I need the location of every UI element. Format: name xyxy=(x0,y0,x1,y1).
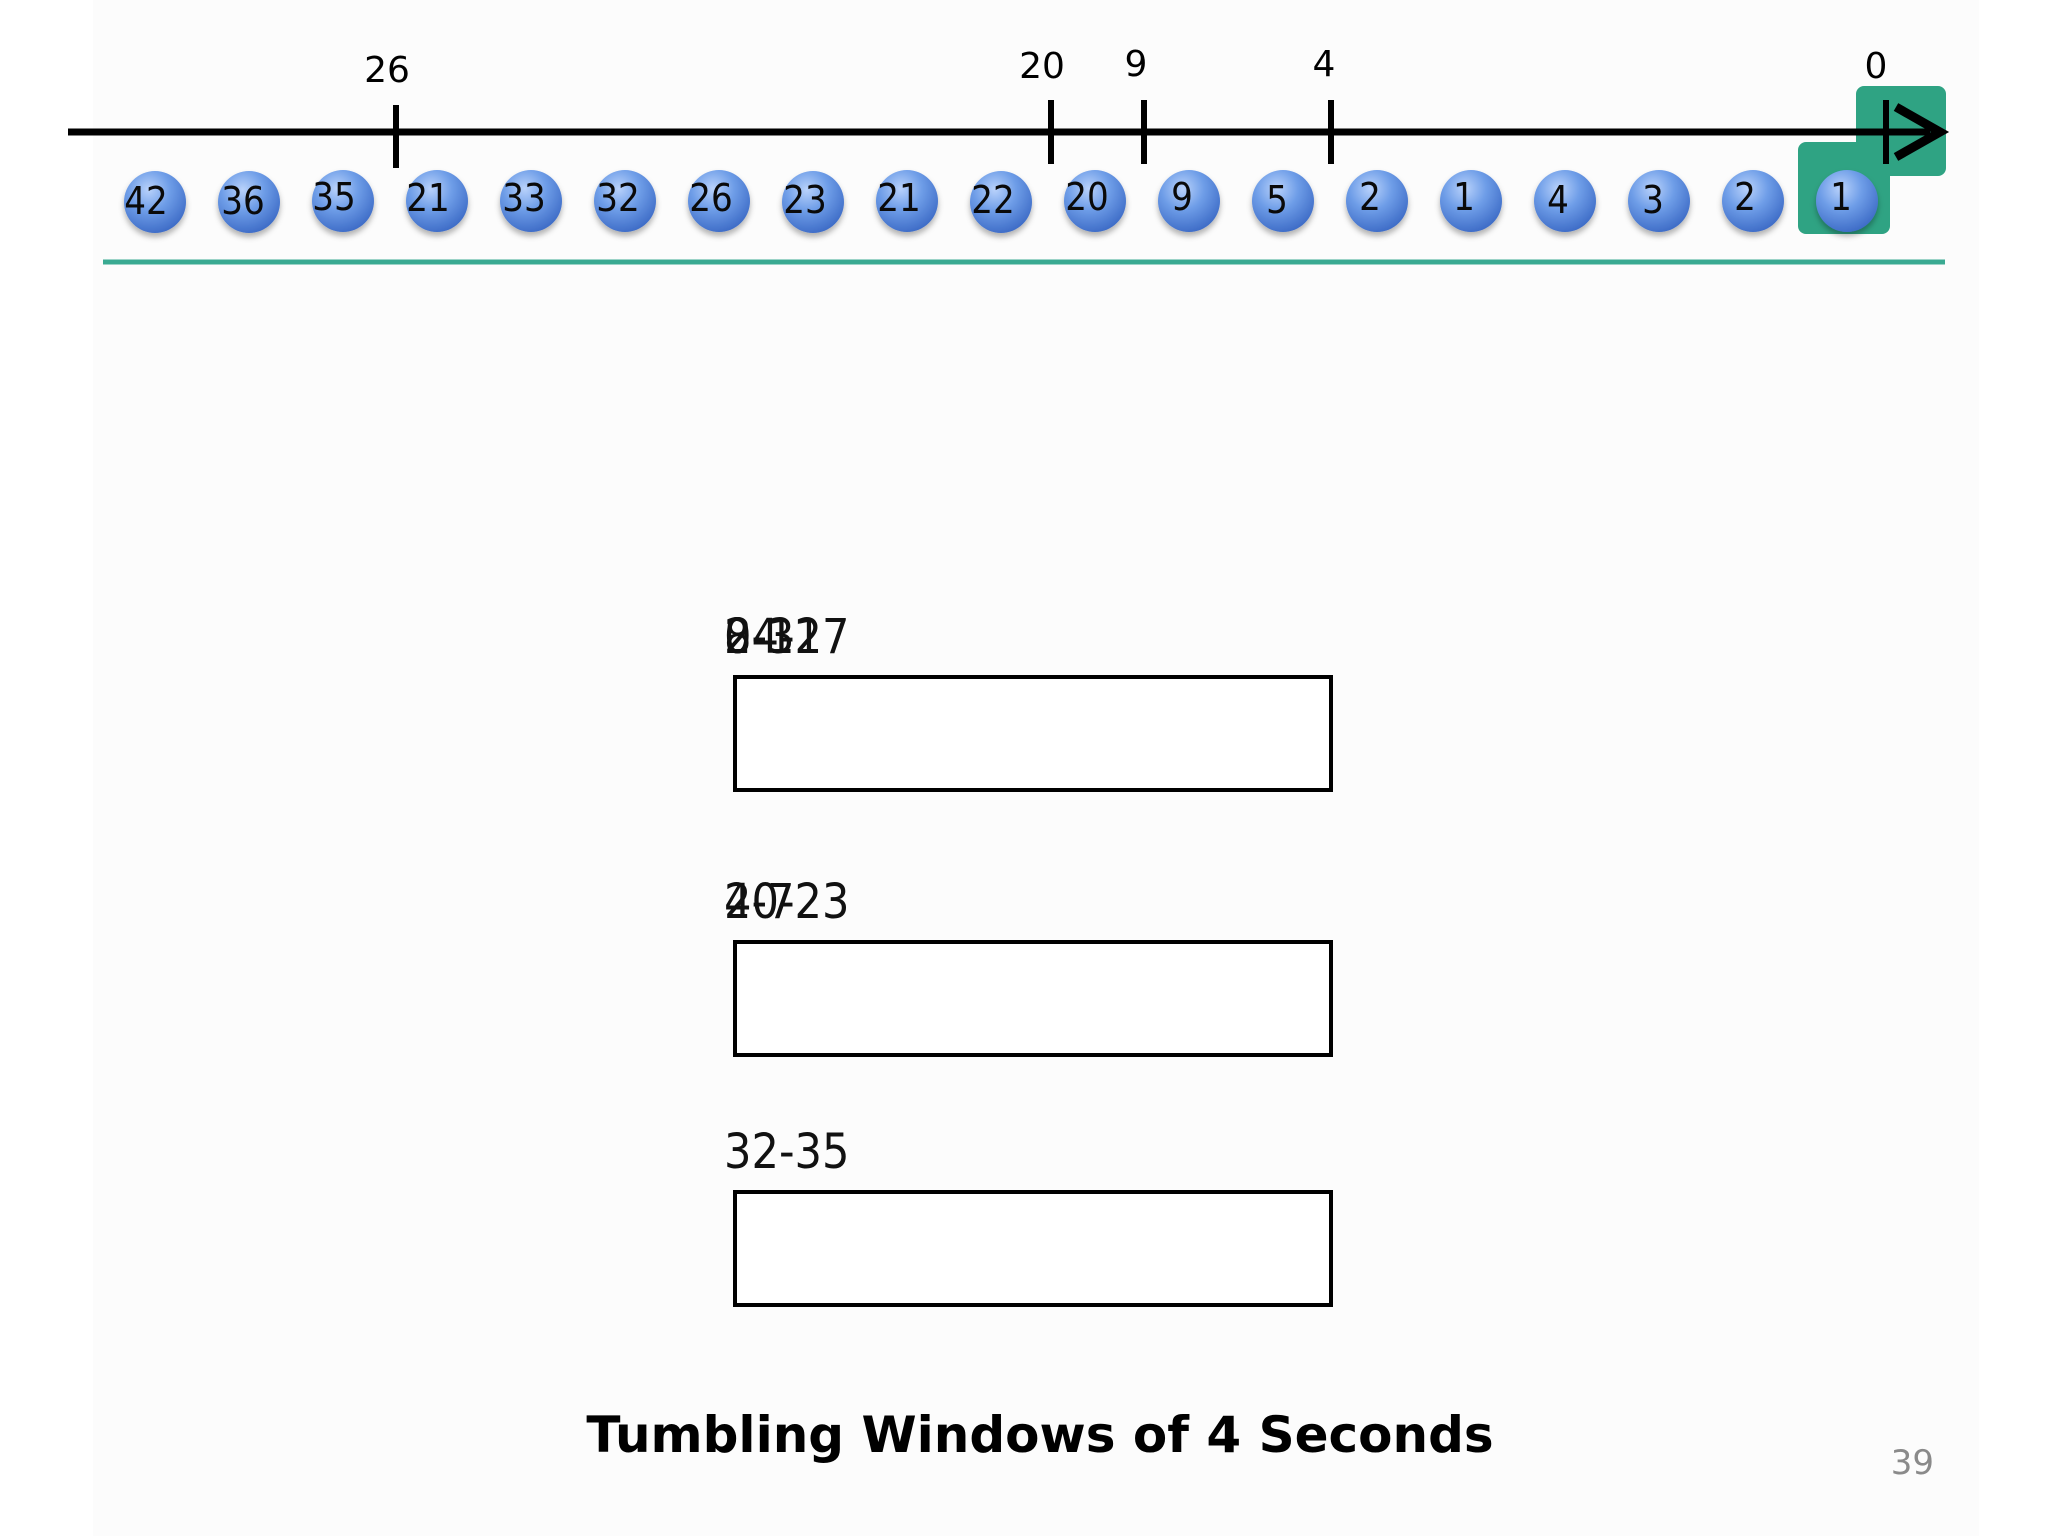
event-ball: 1 xyxy=(1816,170,1878,232)
event-label: 2 xyxy=(1359,175,1381,219)
tick-label: 20 xyxy=(1019,46,1065,87)
window-box: 4-7 20-23 xyxy=(724,874,1333,1057)
event-label: 32 xyxy=(596,176,640,220)
event-label: 35 xyxy=(312,175,356,219)
event-ball: 35 xyxy=(312,170,374,232)
event-ball: 1 xyxy=(1440,170,1502,232)
tick-label: 0 xyxy=(1865,46,1888,87)
window-label: 8-11 xyxy=(724,609,822,665)
event-label: 36 xyxy=(221,179,265,223)
event-ball: 9 xyxy=(1158,170,1220,232)
event-ball: 2 xyxy=(1346,170,1408,232)
event-label: 26 xyxy=(689,176,733,220)
event-ball: 26 xyxy=(688,170,750,232)
event-ball: 33 xyxy=(500,170,562,232)
event-ball: 5 xyxy=(1252,170,1314,232)
tick-label: 26 xyxy=(364,50,410,91)
event-label: 21 xyxy=(406,176,450,220)
event-label: 1 xyxy=(1830,175,1852,219)
event-label: 4 xyxy=(1547,178,1569,222)
window-box: 32-35 xyxy=(724,1124,1333,1307)
event-label: 22 xyxy=(971,178,1015,222)
window-label: 24-27 xyxy=(724,609,849,665)
event-ball: 2 xyxy=(1722,170,1784,232)
event-ball: 3 xyxy=(1628,170,1690,232)
event-label: 2 xyxy=(1734,175,1756,219)
event-ball: 21 xyxy=(406,170,468,232)
event-label: 5 xyxy=(1266,178,1288,222)
tick-label: 4 xyxy=(1313,44,1336,85)
window-label: 0-3 xyxy=(724,609,795,665)
window-label: 20-23 xyxy=(724,874,849,930)
event-ball: 36 xyxy=(218,171,280,233)
event-ball: 23 xyxy=(782,171,844,233)
event-label: 9 xyxy=(1171,175,1193,219)
event-label: 42 xyxy=(124,179,168,223)
event-label: 23 xyxy=(783,178,827,222)
event-ball: 21 xyxy=(876,170,938,232)
event-ball: 22 xyxy=(970,171,1032,233)
event-ball: 32 xyxy=(594,170,656,232)
event-label: 33 xyxy=(502,176,546,220)
event-ball: 42 xyxy=(124,171,186,233)
window-box: 0-3 24-27 8-11 xyxy=(724,609,1333,792)
tick-label: 9 xyxy=(1125,44,1148,85)
time-axis-arrowhead xyxy=(1893,103,1950,161)
page-number: 39 xyxy=(1891,1443,1934,1483)
event-label: 21 xyxy=(877,176,921,220)
event-label: 1 xyxy=(1453,175,1475,219)
event-ball: 20 xyxy=(1064,170,1126,232)
window-label: 4-7 xyxy=(724,874,795,930)
event-label: 3 xyxy=(1642,178,1664,222)
slide-title: Tumbling Windows of 4 Seconds xyxy=(586,1406,1493,1464)
window-label: 32-35 xyxy=(724,1124,849,1180)
event-label: 20 xyxy=(1065,175,1109,219)
event-ball: 4 xyxy=(1534,170,1596,232)
